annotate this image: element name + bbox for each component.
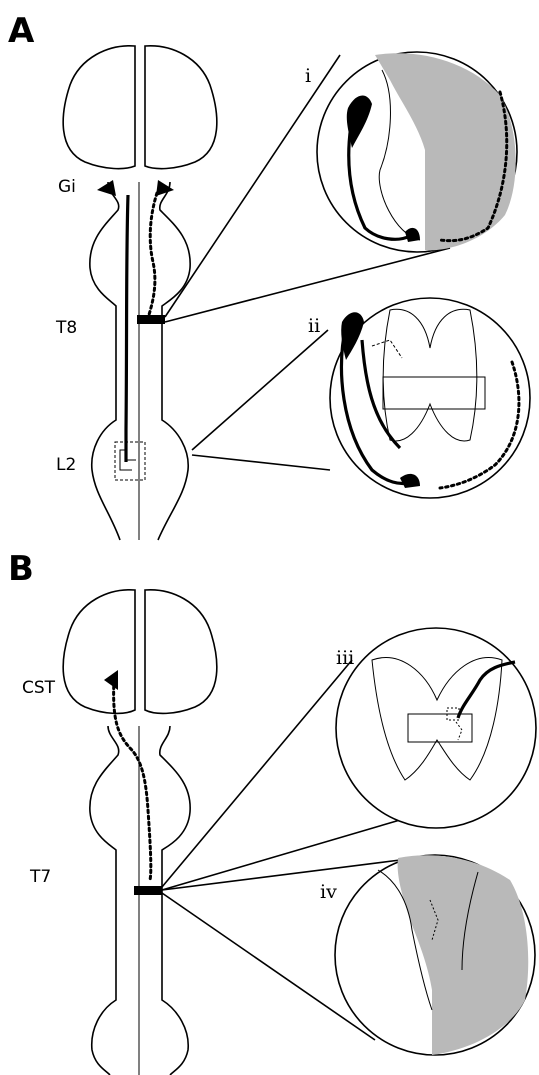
proj-line-iii-bottom — [162, 820, 400, 890]
proj-line-i-top — [165, 55, 340, 317]
t7-lesion-bar — [134, 886, 162, 895]
panel-b-letter: B — [8, 549, 34, 589]
t8-lesion-bar — [137, 315, 165, 324]
inset-ii-label: ii — [308, 315, 320, 337]
inset-ii — [330, 298, 530, 498]
proj-line-iii-top — [162, 660, 352, 887]
inset-iii — [336, 628, 536, 828]
right-hemisphere — [145, 46, 217, 169]
label-t8: T8 — [55, 318, 77, 338]
reticulospinal-tract-dotted — [148, 193, 157, 318]
panel-a: A Gi T8 L2 — [8, 11, 530, 540]
cst-origin-marker — [104, 670, 118, 690]
gi-marker-left — [97, 180, 116, 196]
proj-line-ii-bottom — [192, 455, 330, 470]
inset-iv — [335, 855, 535, 1055]
cns-schematic-b — [63, 590, 217, 1075]
label-gi: Gi — [58, 177, 76, 197]
inset-i — [317, 52, 517, 252]
panel-a-letter: A — [8, 11, 35, 51]
proj-line-ii-top — [192, 330, 328, 450]
reticulospinal-tract-solid — [126, 195, 128, 462]
left-hemisphere-b — [63, 590, 135, 714]
label-cst: CST — [22, 678, 56, 698]
left-hemisphere — [63, 46, 135, 169]
right-hemisphere-b — [145, 590, 217, 714]
inset-i-label: i — [305, 65, 311, 87]
cns-schematic-a — [63, 46, 217, 540]
l2-terminals — [120, 450, 136, 470]
gi-marker-right — [156, 180, 174, 196]
inset-iv-label: iv — [320, 881, 337, 903]
brainstem-cord-outline-left-b — [90, 726, 119, 1075]
brainstem-cord-outline-left — [90, 182, 120, 540]
label-l2: L2 — [56, 455, 76, 475]
brainstem-cord-outline-right — [158, 182, 190, 540]
label-t7: T7 — [29, 867, 51, 887]
inset-iii-label: iii — [336, 647, 354, 669]
panel-b: B CST T7 iii — [8, 549, 536, 1075]
brainstem-cord-outline-right-b — [160, 726, 190, 1075]
